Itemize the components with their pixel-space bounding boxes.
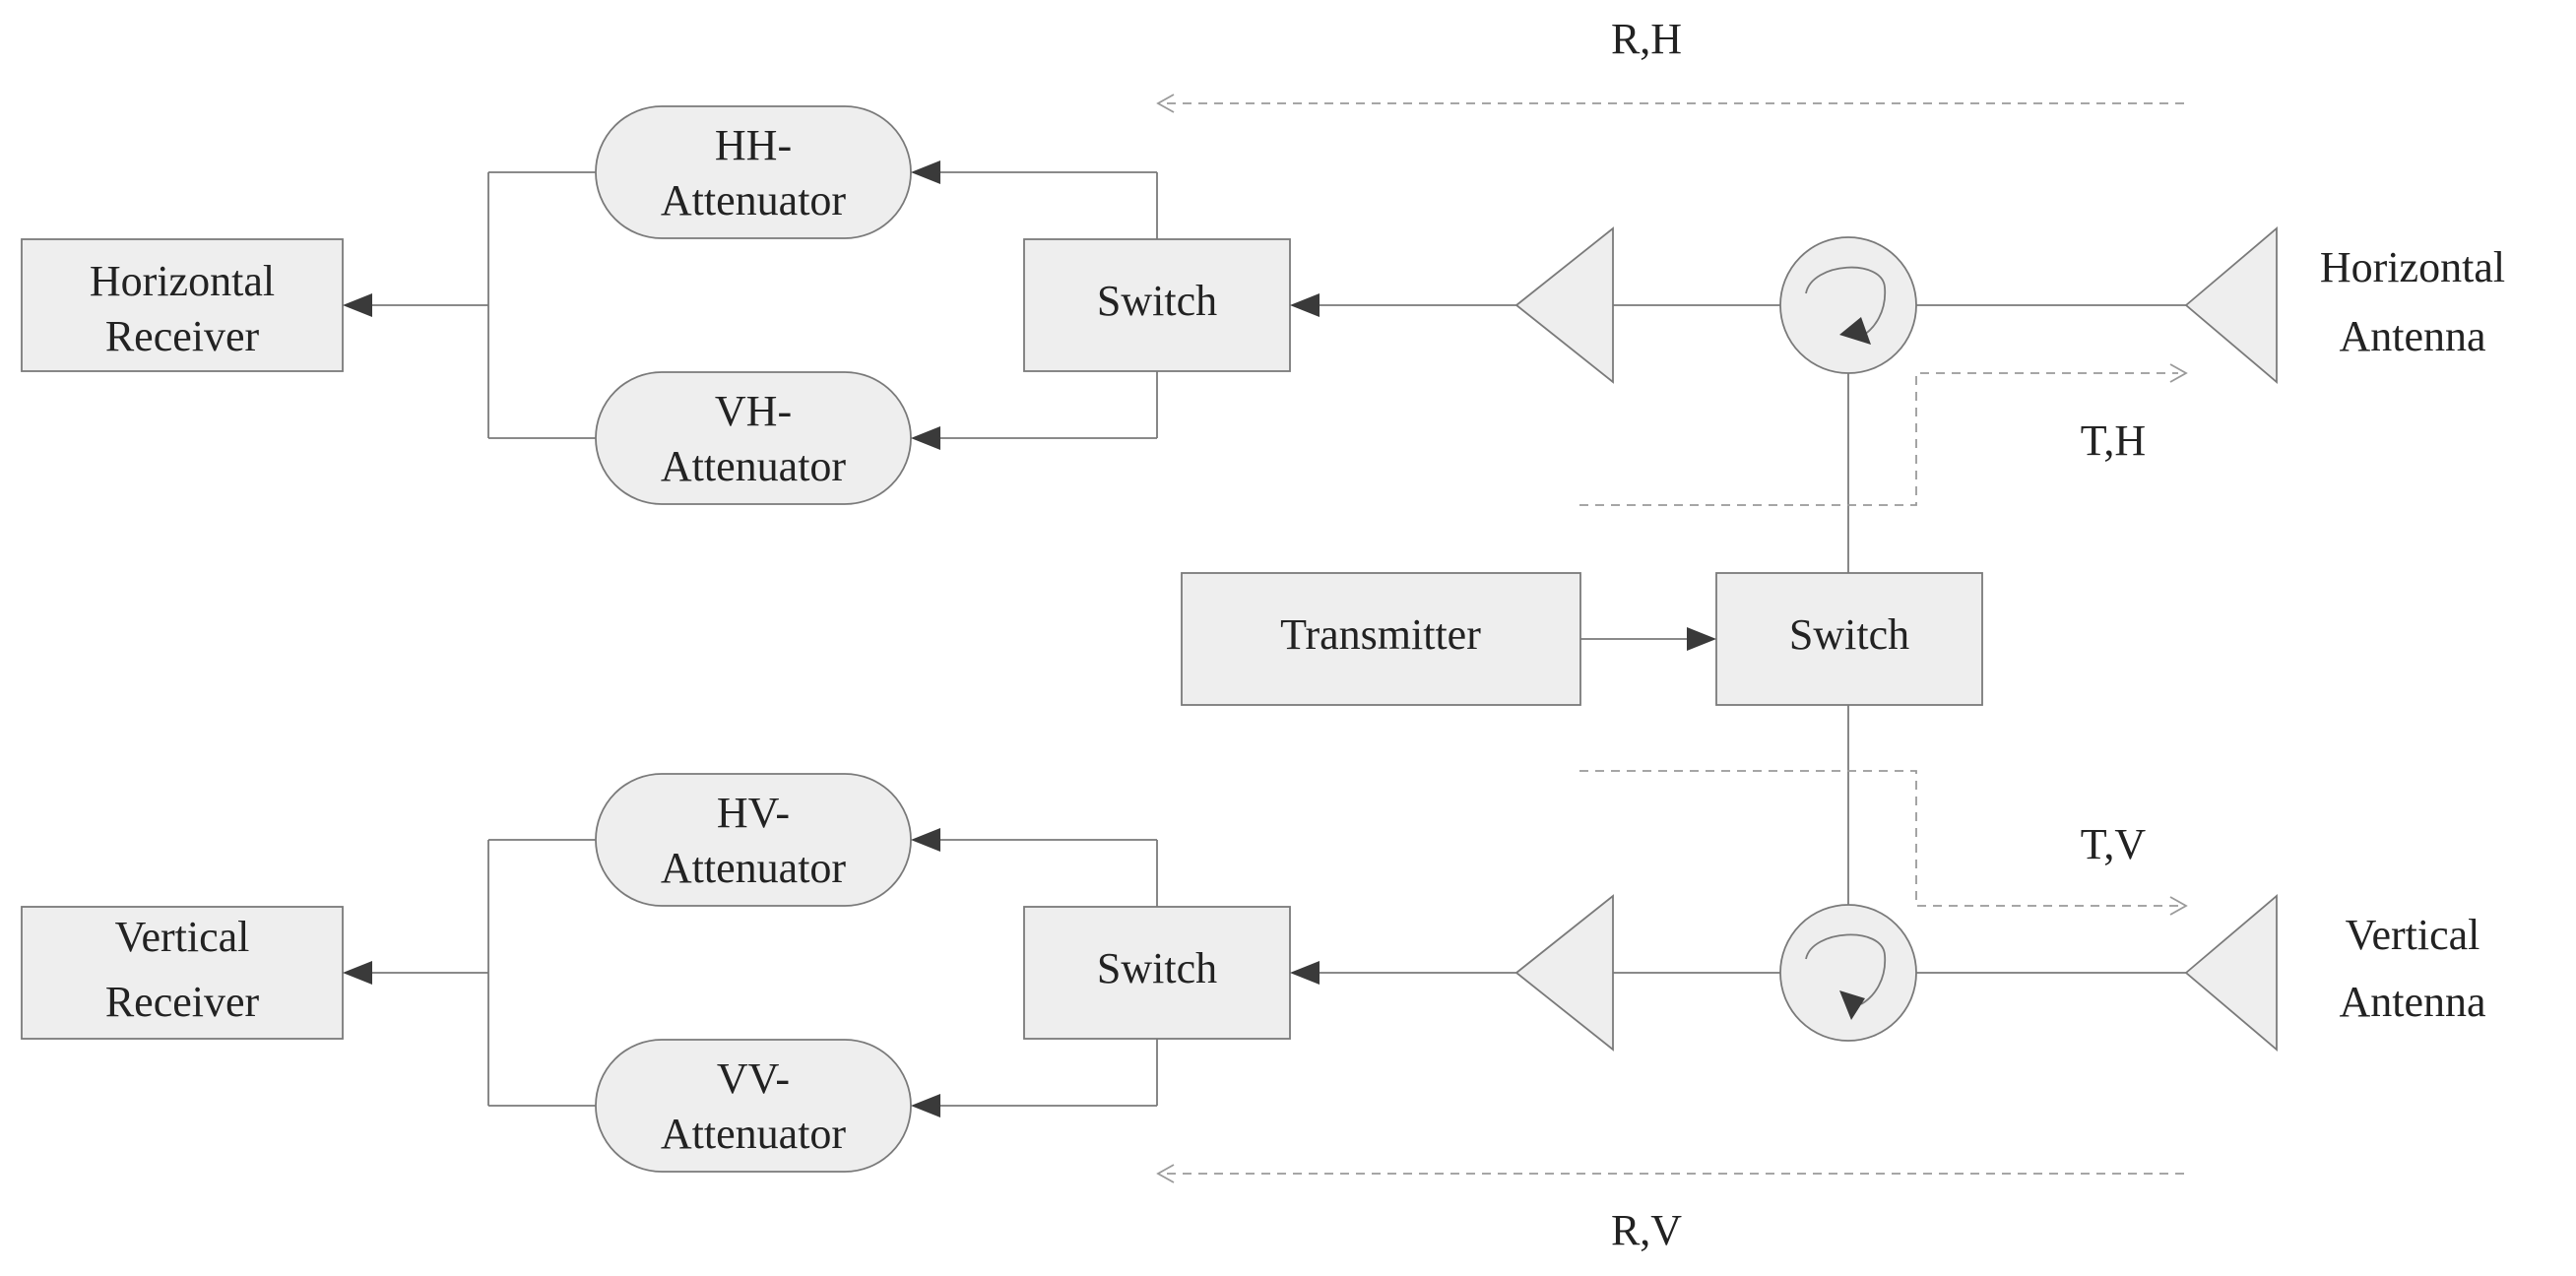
vertical-antenna-icon — [2184, 894, 2278, 1052]
vertical-antenna-line2: Antenna — [2339, 978, 2485, 1026]
horizontal-receiver-line1: Horizontal — [90, 257, 275, 305]
switch-bottom-block: Switch — [1023, 906, 1291, 1040]
receive-v-label: R,V — [1611, 1206, 1682, 1254]
horizontal-antenna-icon — [2184, 226, 2278, 384]
arrow-into-vh-attenuator — [911, 426, 940, 450]
arrow-into-switch-top — [1290, 293, 1320, 317]
switch-top-label: Switch — [1097, 277, 1217, 325]
amplifier-bottom-icon — [1514, 894, 1614, 1052]
transmit-h-path: T,H — [1579, 363, 2188, 506]
transmitter-label: Transmitter — [1280, 610, 1481, 659]
horizontal-antenna-line2: Antenna — [2339, 312, 2485, 360]
circulator-bottom-icon — [1779, 904, 1917, 1042]
switch-top-block: Switch — [1023, 238, 1291, 372]
bottom-chain-wires — [343, 828, 2186, 1117]
hv-attenuator-line2: Attenuator — [661, 844, 847, 892]
hv-attenuator-block: HV- Attenuator — [595, 773, 912, 907]
vh-attenuator-line2: Attenuator — [661, 442, 847, 490]
receive-h-path: R,H — [1156, 15, 2184, 113]
vv-attenuator-block: VV- Attenuator — [595, 1039, 912, 1173]
vv-attenuator-line1: VV- — [717, 1054, 790, 1103]
receive-h-label: R,H — [1611, 15, 1682, 63]
vv-attenuator-line2: Attenuator — [661, 1110, 847, 1158]
arrow-into-hv-attenuator — [911, 828, 940, 852]
arrow-into-vv-attenuator — [911, 1094, 940, 1117]
horizontal-antenna-line1: Horizontal — [2320, 243, 2505, 291]
vertical-receiver-block: Vertical Receiver — [21, 906, 344, 1040]
vh-attenuator-block: VH- Attenuator — [595, 371, 912, 505]
arrow-into-hh-attenuator — [911, 160, 940, 184]
horizontal-receiver-block: Horizontal Receiver — [21, 238, 344, 372]
middle-wires — [1580, 373, 1849, 905]
vertical-antenna-line1: Vertical — [2346, 911, 2480, 959]
arrow-into-vertical-receiver — [343, 961, 372, 985]
amplifier-top-icon — [1514, 226, 1614, 384]
transmit-v-label: T,V — [2081, 820, 2147, 868]
arrow-into-switch-middle — [1687, 627, 1716, 651]
vertical-antenna-block: Vertical Antenna — [2184, 894, 2486, 1052]
arrow-into-horizontal-receiver — [343, 293, 372, 317]
transmit-v-path: T,V — [1579, 770, 2188, 916]
circulator-top-icon — [1779, 236, 1917, 374]
transmitter-block: Transmitter — [1181, 572, 1581, 706]
switch-bottom-label: Switch — [1097, 944, 1217, 992]
horizontal-antenna-block: Horizontal Antenna — [2184, 226, 2505, 384]
vertical-receiver-line2: Receiver — [105, 978, 260, 1026]
hh-attenuator-line2: Attenuator — [661, 176, 847, 224]
receive-v-path: R,V — [1156, 1164, 2184, 1254]
switch-middle-block: Switch — [1715, 572, 1983, 706]
vh-attenuator-line1: VH- — [715, 387, 792, 435]
hv-attenuator-line1: HV- — [717, 789, 790, 837]
switch-middle-label: Switch — [1789, 610, 1909, 659]
transmit-h-label: T,H — [2081, 416, 2146, 465]
arrow-into-switch-bottom — [1290, 961, 1320, 985]
hh-attenuator-line1: HH- — [715, 121, 792, 169]
vertical-receiver-line1: Vertical — [115, 913, 250, 961]
horizontal-receiver-line2: Receiver — [105, 312, 260, 360]
top-chain-wires — [343, 160, 2186, 450]
hh-attenuator-block: HH- Attenuator — [595, 105, 912, 239]
